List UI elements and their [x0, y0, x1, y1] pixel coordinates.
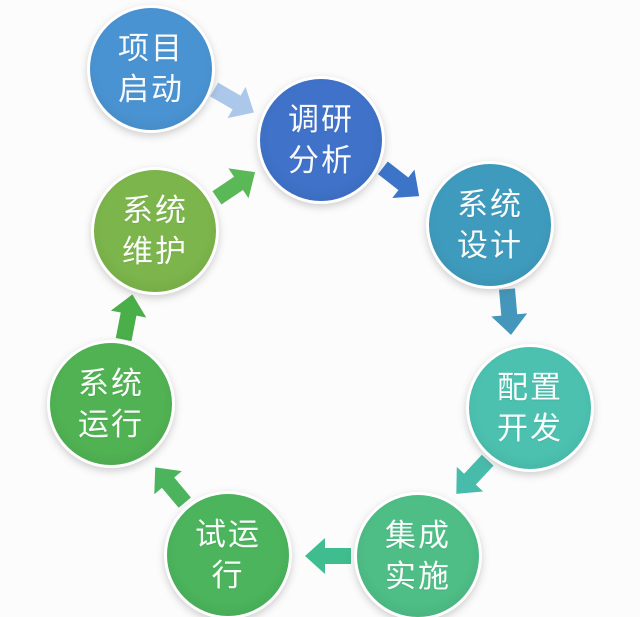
arrow-trial-to-operation-icon — [154, 467, 191, 508]
arrow-design-to-config-icon — [491, 288, 528, 335]
step-label: 调研 分析 — [288, 102, 354, 178]
arrow-maintenance-to-research-icon — [212, 168, 256, 205]
step-research-analysis: 调研 分析 — [257, 76, 385, 204]
step-system-design: 系统 设计 — [426, 161, 554, 289]
arrow-project-to-research-icon — [210, 82, 254, 119]
arrow-research-to-design-icon — [377, 161, 420, 199]
step-label: 试运 行 — [195, 517, 261, 593]
step-label: 系统 设计 — [457, 187, 523, 263]
step-project-start: 项目 启动 — [87, 5, 215, 133]
step-label: 项目 启动 — [118, 31, 184, 107]
step-label: 系统 运行 — [78, 366, 144, 442]
arrow-integration-to-trial-icon — [305, 538, 351, 574]
step-trial-run: 试运 行 — [164, 491, 292, 617]
arrow-operation-to-maintenance-icon — [110, 294, 147, 342]
step-integration-implementation: 集成 实施 — [354, 492, 482, 617]
step-label: 集成 实施 — [385, 518, 451, 594]
arrow-config-to-integration-icon — [456, 454, 494, 494]
step-label: 系统 维护 — [122, 193, 188, 269]
step-system-operation: 系统 运行 — [47, 340, 175, 468]
step-system-maintenance: 系统 维护 — [91, 167, 219, 295]
step-config-development: 配置 开发 — [466, 344, 594, 472]
step-label: 配置 开发 — [497, 370, 563, 446]
